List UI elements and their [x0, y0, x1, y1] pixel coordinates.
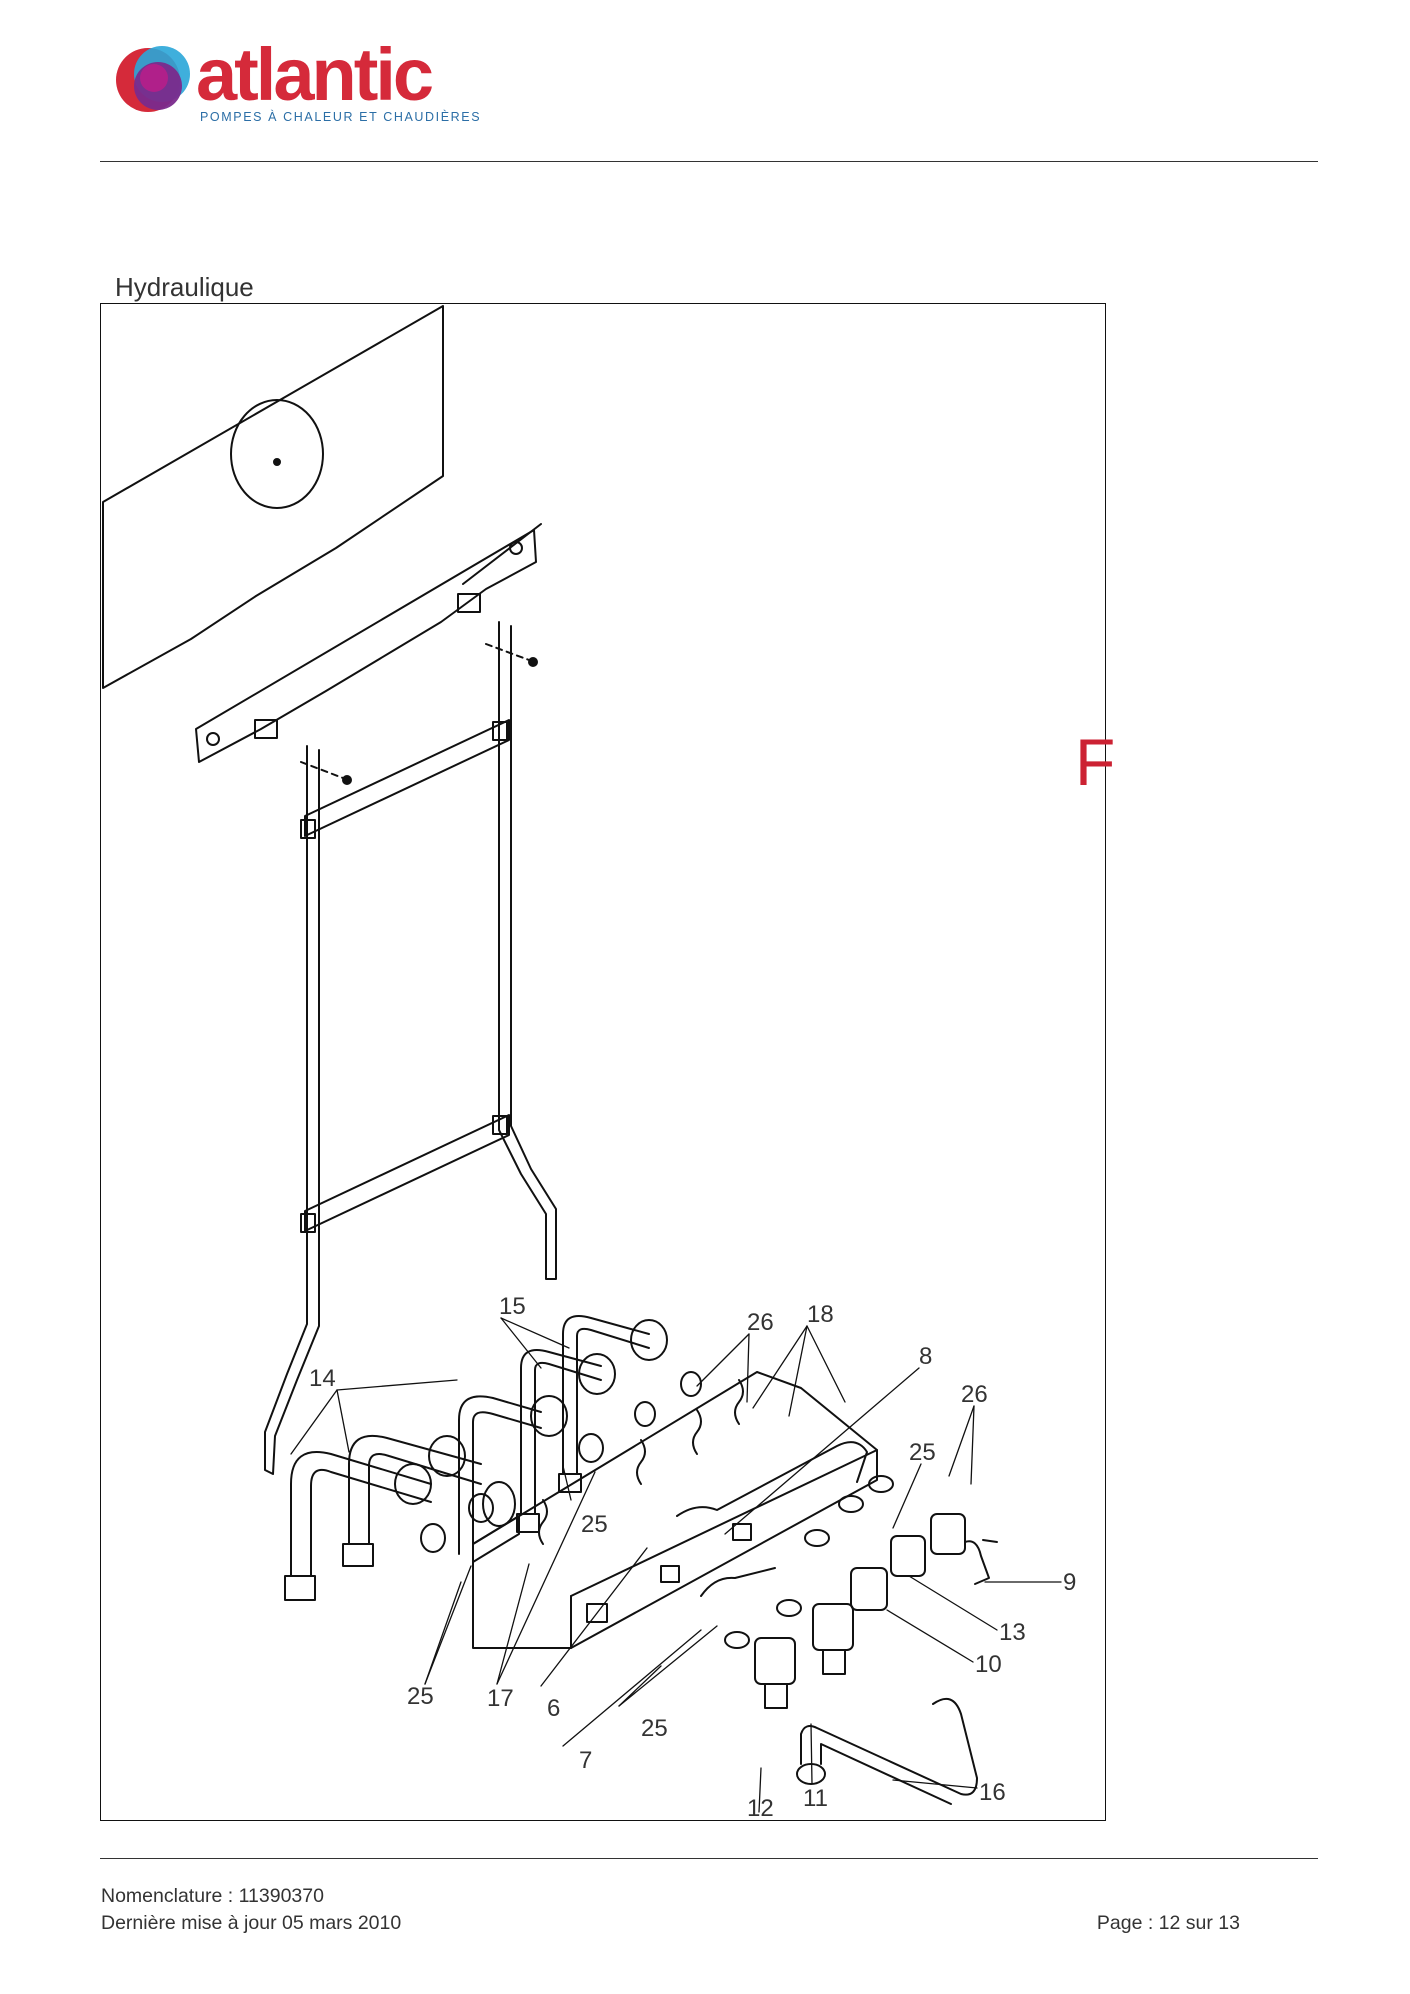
seal-washers [420, 1371, 894, 1649]
callout-label: 26 [747, 1309, 774, 1336]
callout-label: 13 [999, 1619, 1026, 1646]
pipe-16 [796, 1697, 978, 1805]
footer-last-update: Dernière mise à jour 05 mars 2010 [101, 1912, 402, 1934]
callout-label: 11 [803, 1785, 828, 1812]
callout-label: 15 [499, 1293, 526, 1320]
pipes-14 [284, 1395, 542, 1601]
callout-label: 26 [961, 1381, 988, 1408]
pipes-15 [516, 1315, 650, 1533]
cover-panel [102, 305, 444, 689]
hydraulic-exploded-view: 26 15 18 8 14 26 25 25 9 13 10 25 17 6 2… [102, 305, 1076, 1820]
callout-labels: 26 15 18 8 14 26 25 25 9 13 10 25 17 6 2… [309, 1293, 1076, 1820]
frame-rails [264, 621, 557, 1475]
brand-name: atlantic [196, 33, 434, 116]
spring-clips [538, 1379, 744, 1545]
callout-label: 25 [407, 1683, 434, 1710]
atlantic-logo-icon [116, 46, 190, 112]
valve-icon [754, 1513, 998, 1709]
brand-logo: atlantic POMPES À CHALEUR ET CHAUDIÈRES [110, 33, 490, 128]
diagram-frame: 26 15 18 8 14 26 25 25 9 13 10 25 17 6 2… [100, 303, 1115, 1821]
variant-letter: F [1075, 725, 1116, 799]
screw-icon [300, 643, 538, 785]
mounting-bracket [195, 523, 542, 763]
footer-divider [100, 1858, 1318, 1859]
callout-label: 25 [581, 1511, 608, 1538]
callout-label: 16 [979, 1779, 1006, 1806]
callout-label: 7 [579, 1747, 592, 1774]
callout-label: 14 [309, 1365, 336, 1392]
brand-tagline: POMPES À CHALEUR ET CHAUDIÈRES [200, 110, 482, 124]
hydraulic-manifold [472, 1371, 878, 1649]
callout-label: 18 [807, 1301, 834, 1328]
page-number: Page : 12 sur 13 [1096, 1912, 1240, 1934]
callout-label: 25 [641, 1715, 668, 1742]
pipe-nuts [394, 1319, 668, 1527]
callout-label: 10 [975, 1651, 1002, 1678]
callout-label: 9 [1063, 1569, 1076, 1596]
callout-label: 12 [747, 1795, 774, 1820]
callout-label: 6 [547, 1695, 560, 1722]
header-divider [100, 161, 1318, 162]
callout-label: 17 [487, 1685, 514, 1712]
callout-label: 25 [909, 1439, 936, 1466]
callout-label: 8 [919, 1343, 932, 1370]
footer-nomenclature: Nomenclature : 11390370 [101, 1885, 324, 1907]
section-title: Hydraulique [115, 272, 254, 302]
leader-lines [290, 1317, 1062, 1813]
